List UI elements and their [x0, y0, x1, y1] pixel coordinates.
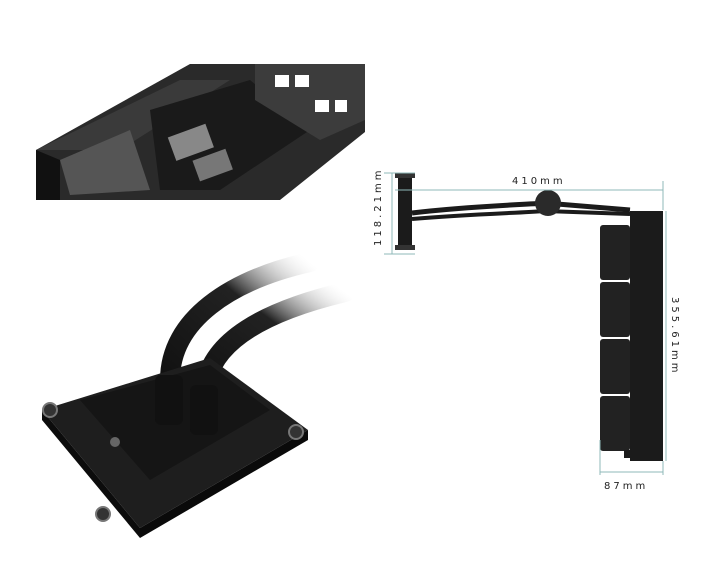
radiator-thickness-dimension-label: 87mm: [604, 481, 648, 492]
cold-plate-illustration: [42, 252, 355, 538]
dimension-lines: [384, 172, 667, 475]
block-height-dimension-label: 118.21mm: [373, 168, 384, 246]
radiator-height-dimension-label: 355.61mm: [669, 297, 680, 375]
server-chassis-illustration: [36, 64, 365, 200]
length-dimension-label: 410mm: [512, 176, 566, 187]
aio-side-view-drawing: [395, 173, 663, 461]
